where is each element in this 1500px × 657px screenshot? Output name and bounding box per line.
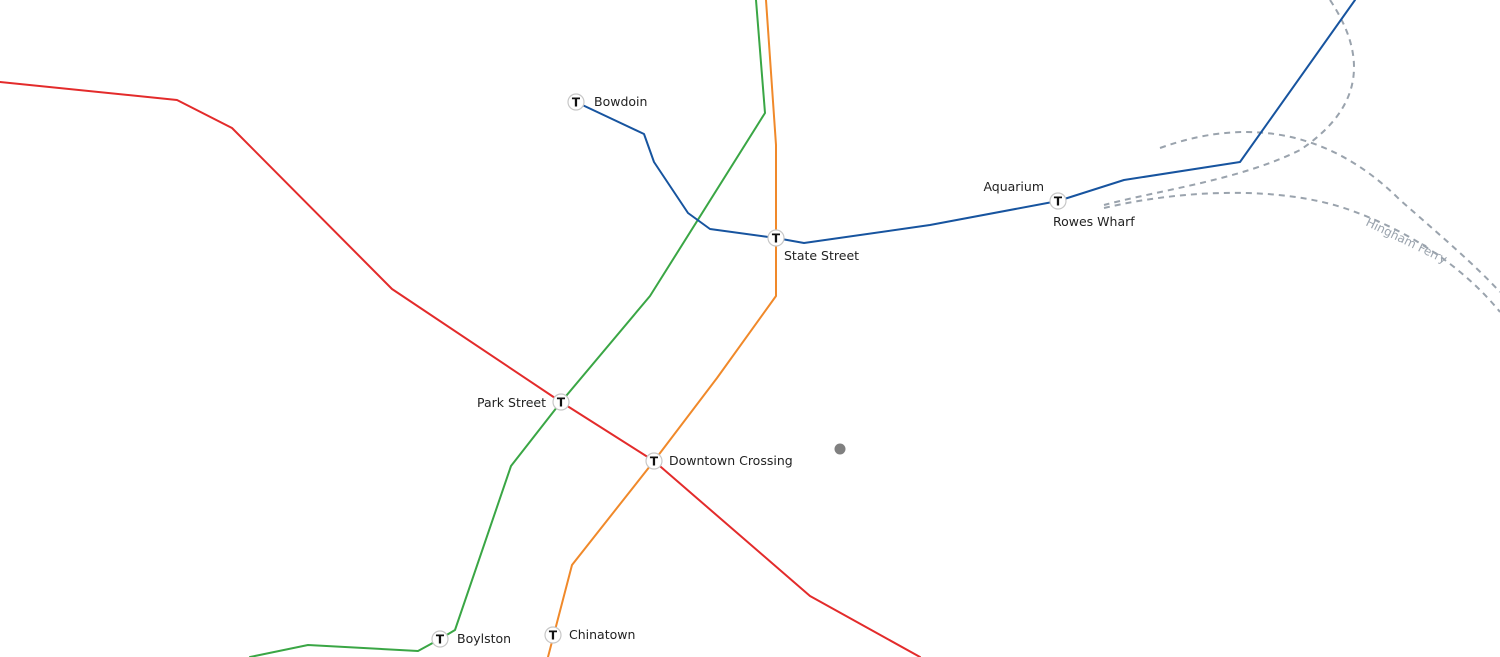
red-line[interactable] — [0, 81, 921, 657]
mbta-t-icon: T — [557, 396, 566, 410]
station-label-downtown-crossing[interactable]: Downtown Crossing — [669, 453, 793, 468]
station-label-chinatown[interactable]: Chinatown — [569, 627, 635, 642]
station-marker[interactable] — [552, 393, 570, 411]
location-dot[interactable] — [834, 443, 846, 455]
station-downtown-crossing[interactable]: T Downtown Crossing — [645, 452, 793, 470]
station-marker[interactable] — [544, 626, 562, 644]
station-label-aquarium[interactable]: Aquarium — [983, 179, 1044, 194]
station-label-boylston[interactable]: Boylston — [457, 631, 511, 646]
station-chinatown[interactable]: T Chinatown — [544, 626, 635, 644]
station-marker[interactable] — [1049, 192, 1067, 210]
station-aquarium[interactable]: T Aquarium Rowes Wharf — [983, 179, 1135, 229]
station-label-rowes-wharf[interactable]: Rowes Wharf — [1053, 214, 1135, 229]
blue-line[interactable] — [575, 0, 1356, 244]
mbta-t-icon: T — [772, 232, 781, 246]
station-marker[interactable] — [767, 229, 785, 247]
station-label-state-street[interactable]: State Street — [784, 248, 859, 263]
station-marker[interactable] — [567, 93, 585, 111]
ferry-routes: Hingham Ferry — [1103, 0, 1500, 313]
green-line[interactable] — [249, 0, 766, 657]
station-bowdoin[interactable]: T Bowdoin — [567, 93, 647, 111]
station-state-street[interactable]: T State Street — [767, 229, 859, 263]
ferry-route-1 — [1103, 0, 1355, 206]
station-boylston[interactable]: T Boylston — [431, 630, 511, 648]
ferry-label: Hingham Ferry — [1364, 215, 1450, 266]
mbta-t-icon: T — [572, 96, 581, 110]
station-park-street[interactable]: T Park Street — [477, 393, 570, 411]
orange-line[interactable] — [547, 0, 777, 657]
ferry-route-2 — [1159, 131, 1500, 293]
ferry-route-3 — [1103, 191, 1500, 313]
mbta-t-icon: T — [1054, 195, 1063, 209]
station-marker[interactable] — [645, 452, 663, 470]
station-label-park-street[interactable]: Park Street — [477, 395, 546, 410]
station-label-bowdoin[interactable]: Bowdoin — [594, 94, 647, 109]
subway-lines — [0, 0, 1356, 657]
mbta-t-icon: T — [650, 455, 659, 469]
mbta-t-icon: T — [436, 633, 445, 647]
station-marker[interactable] — [431, 630, 449, 648]
mbta-t-icon: T — [549, 629, 558, 643]
